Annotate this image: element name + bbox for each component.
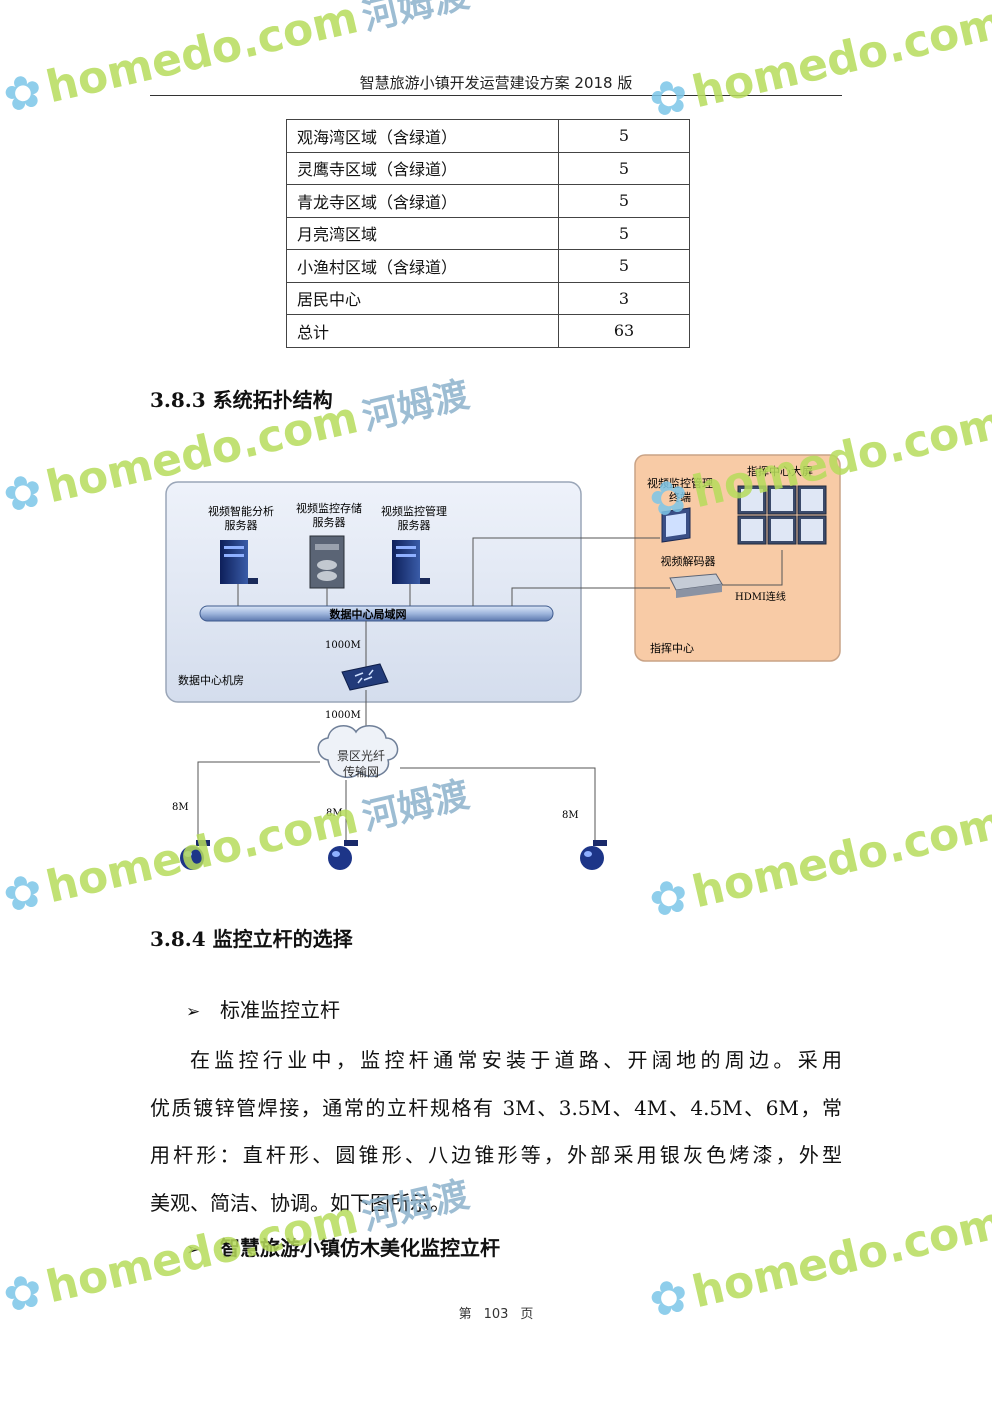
- watermark-brand: homedo.com: [687, 0, 992, 119]
- decoder-label: 视频解码器: [661, 554, 716, 568]
- link-8m-mid: 8M: [326, 808, 343, 819]
- table-row: 总计 63: [286, 314, 690, 348]
- table-cell-count: 5: [558, 216, 690, 250]
- watermark-flower-icon: ✿: [0, 1262, 48, 1324]
- server-analysis-icon: [220, 540, 258, 584]
- server-analysis-label-2: 服务器: [225, 519, 258, 532]
- watermark-flower-icon: ✿: [0, 62, 48, 124]
- bullet-arrow-icon: ➢: [186, 1002, 201, 1022]
- management-terminal-icon: [661, 507, 691, 543]
- bullet-arrow-icon: ➢: [186, 1240, 201, 1260]
- paragraph-line: 美观、简洁、协调。如下图所示。: [150, 1190, 450, 1215]
- video-wall-icon: [737, 485, 827, 545]
- table-row: 青龙寺区域（含绿道） 5: [286, 184, 690, 218]
- table-cell-region: 小渔村区域（含绿道）: [286, 249, 559, 283]
- terminal-label-2: 终端: [669, 490, 691, 504]
- table-cell-region: 总计: [286, 314, 559, 348]
- bullet-standard-pole: ➢ 标准监控立杆: [186, 994, 340, 1023]
- bullet-wood-pole: ➢ 智慧旅游小镇仿木美化监控立杆: [186, 1232, 500, 1261]
- table-row: 居民中心 3: [286, 281, 690, 315]
- lan-bus: [199, 605, 554, 622]
- watermark-cn: 河姆渡: [358, 0, 473, 39]
- dome-camera-icon: [180, 840, 210, 870]
- dome-camera-icon: [328, 840, 358, 870]
- video-decoder-icon: [669, 573, 723, 598]
- watermark: ✿ homedo.com 河姆渡: [0, 0, 473, 123]
- table-row: 灵鹰寺区域（含绿道） 5: [286, 151, 690, 185]
- link-8m-left: 8M: [172, 802, 189, 813]
- paragraph-line: 用杆形：直杆形、圆锥形、八边锥形等，外部采用银灰色烤漆，外型: [150, 1143, 842, 1167]
- command-center-label: 指挥中心: [650, 641, 694, 655]
- section-heading-pole-selection: 3.8.4 监控立杆的选择: [150, 927, 353, 951]
- watermark: ✿ homedo.com: [644, 0, 992, 128]
- table-cell-region: 居民中心: [286, 281, 559, 315]
- page-header-title: 智慧旅游小镇开发运营建设方案 2018 版: [359, 74, 633, 92]
- table-row: 小渔村区域（含绿道） 5: [286, 249, 690, 283]
- server-analysis-label-1: 视频智能分析: [208, 504, 274, 518]
- server-storage-icon: [309, 535, 345, 589]
- page-footer: 第 103 页: [0, 1303, 992, 1322]
- table-cell-count: 5: [558, 119, 690, 153]
- pole-description-paragraph: 在监控行业中，监控杆通常安装于道路、开阔地的周边。采用 优质镀锌管焊接，通常的立…: [150, 1037, 842, 1227]
- server-storage-label-2: 服务器: [313, 516, 346, 529]
- fiber-network-cloud: [317, 725, 399, 779]
- server-mgmt-label-2: 服务器: [398, 519, 431, 532]
- lan-label: 数据中心局域网: [330, 607, 407, 621]
- switch-icon: [341, 663, 389, 691]
- footer-suffix: 页: [520, 1307, 534, 1322]
- bullet-text: 智慧旅游小镇仿木美化监控立杆: [220, 1236, 500, 1260]
- cloud-label-1: 景区光纤: [337, 749, 385, 763]
- watermark-brand: homedo.com: [41, 0, 363, 114]
- paragraph-line: 优质镀锌管焊接，通常的立杆规格有 3M、3.5M、4M、4.5M、6M，常: [150, 1095, 842, 1120]
- bigscreen-label: 指挥中心大屏: [747, 464, 813, 478]
- paragraph-line: 在监控行业中，监控杆通常安装于道路、开阔地的周边。采用: [190, 1048, 842, 1072]
- table-cell-region: 灵鹰寺区域（含绿道）: [286, 151, 559, 185]
- link-8m-right: 8M: [562, 810, 579, 821]
- terminal-label-1: 视频监控管理: [647, 476, 713, 490]
- server-mgmt-label-1: 视频监控管理: [381, 504, 447, 518]
- table-cell-region: 月亮湾区域: [286, 216, 559, 250]
- topology-diagram: 视频智能分析 服务器 视频监控存储 服务器 视频监控管理 服务器 数据中心局域网…: [165, 454, 841, 870]
- header-rule: [150, 95, 842, 96]
- table-cell-count: 5: [558, 184, 690, 218]
- watermark-flower-icon: ✿: [643, 867, 694, 929]
- table-row: 观海湾区域（含绿道） 5: [286, 119, 690, 153]
- watermark-flower-icon: ✿: [0, 862, 48, 924]
- table-cell-region: 观海湾区域（含绿道）: [286, 119, 559, 153]
- dome-camera-icon: [580, 840, 607, 870]
- footer-prefix: 第: [458, 1307, 472, 1322]
- datacenter-label: 数据中心机房: [178, 673, 244, 687]
- section-heading-topology: 3.8.3 系统拓扑结构: [150, 388, 333, 412]
- watermark-cn: 河姆渡: [358, 1174, 473, 1239]
- server-mgmt-icon: [392, 540, 430, 584]
- datacenter-zone: [165, 481, 582, 703]
- camera-count-table: 观海湾区域（含绿道） 5 灵鹰寺区域（含绿道） 5 青龙寺区域（含绿道） 5 月…: [286, 119, 690, 348]
- table-cell-count: 3: [558, 281, 690, 315]
- table-row: 月亮湾区域 5: [286, 216, 690, 250]
- link-1000m-bottom: 1000M: [325, 710, 361, 721]
- bullet-text: 标准监控立杆: [220, 998, 340, 1022]
- table-cell-region: 青龙寺区域（含绿道）: [286, 184, 559, 218]
- table-cell-count: 63: [558, 314, 690, 348]
- cloud-label-2: 传输网: [343, 764, 379, 779]
- page-number: 103: [483, 1307, 509, 1322]
- table-cell-count: 5: [558, 249, 690, 283]
- hdmi-label: HDMI连线: [735, 590, 786, 603]
- watermark-cn: 河姆渡: [358, 374, 473, 439]
- table-cell-count: 5: [558, 151, 690, 185]
- watermark-flower-icon: ✿: [0, 462, 48, 524]
- server-storage-label-1: 视频监控存储: [296, 501, 362, 515]
- link-1000m-top: 1000M: [325, 640, 361, 651]
